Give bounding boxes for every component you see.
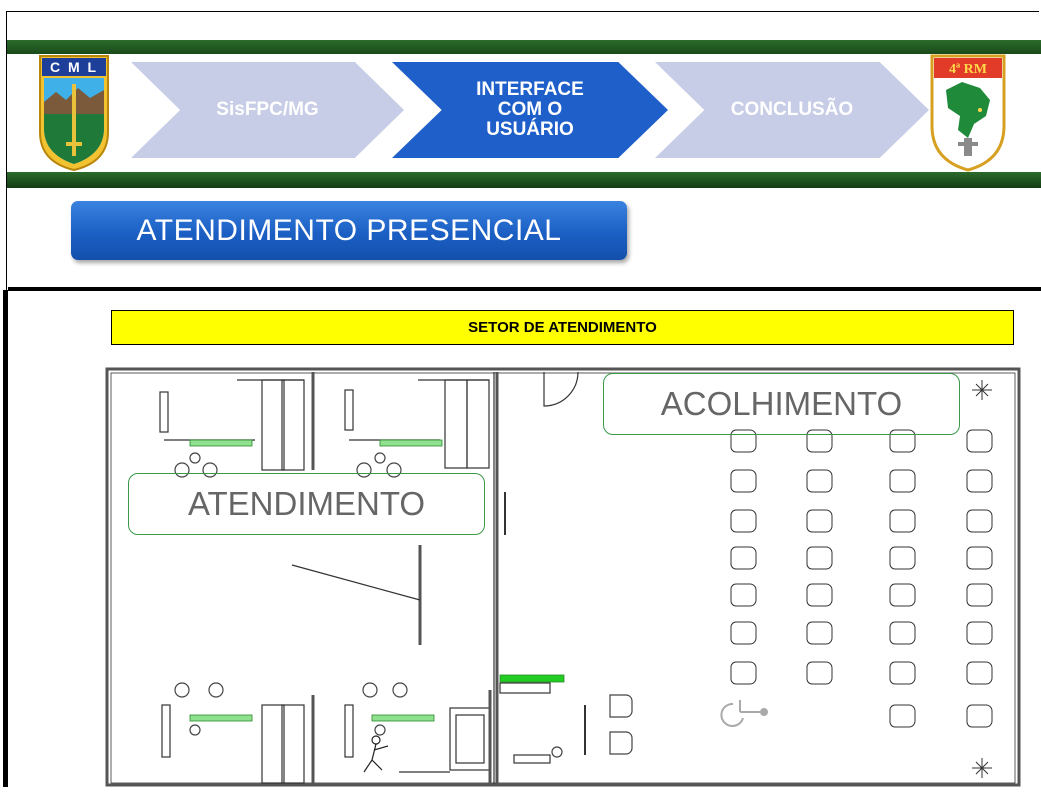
waiting-chair — [889, 546, 916, 570]
waiting-chair — [730, 583, 757, 607]
waiting-chair — [806, 509, 833, 533]
step-sisfpc-mg[interactable]: SisFPC/MG — [131, 62, 404, 158]
waiting-chair — [889, 661, 916, 685]
waiting-chair — [806, 429, 833, 453]
waiting-chair — [966, 621, 993, 645]
zone-atendimento: ATENDIMENTO — [128, 473, 485, 535]
waiting-chair — [889, 704, 916, 728]
zone-acolhimento: ACOLHIMENTO — [603, 373, 960, 435]
waiting-chair — [966, 546, 993, 570]
waiting-chair — [889, 583, 916, 607]
step-interface-com-o-usuario[interactable]: INTERFACE COM O USUÁRIO — [392, 62, 668, 158]
frame-left-line — [6, 11, 7, 301]
waiting-chair — [730, 509, 757, 533]
step-conclusao[interactable]: CONCLUSÃO — [655, 62, 929, 158]
plant-icon — [972, 380, 992, 778]
waiting-chair — [889, 469, 916, 493]
wheelchair-icon — [720, 700, 768, 727]
step-interface-label: INTERFACE COM O USUÁRIO — [476, 79, 584, 140]
waiting-chair — [730, 621, 757, 645]
waiting-chair — [806, 621, 833, 645]
4rm-crest-logo: 4ª RM — [930, 54, 1006, 172]
waiting-chair — [889, 509, 916, 533]
step-conclusao-label: CONCLUSÃO — [730, 99, 854, 120]
waiting-chair — [806, 546, 833, 570]
waiting-chair — [730, 469, 757, 493]
waiting-chair — [889, 621, 916, 645]
waiting-chair — [730, 546, 757, 570]
person-icon — [363, 735, 389, 773]
floor-plan-drawing — [105, 367, 1021, 787]
waiting-chair — [806, 583, 833, 607]
header-band-bottom — [7, 172, 1041, 188]
page-title-button[interactable]: ATENDIMENTO PRESENCIAL — [71, 201, 627, 260]
frame-top-line — [6, 11, 1039, 12]
waiting-chair — [730, 661, 757, 685]
cml-crest-text: C M L — [50, 59, 98, 75]
waiting-chair — [966, 509, 993, 533]
header-band-top — [7, 40, 1041, 54]
waiting-chair — [966, 661, 993, 685]
section-divider — [8, 287, 1041, 291]
cml-crest-logo: C M L — [39, 55, 109, 172]
frame-left-border — [3, 290, 8, 787]
waiting-chair — [966, 583, 993, 607]
waiting-chair — [966, 429, 993, 453]
step-sisfpc-mg-label: SisFPC/MG — [216, 99, 319, 120]
sector-banner: SETOR DE ATENDIMENTO — [111, 310, 1014, 345]
waiting-chair — [889, 429, 916, 453]
floor-plan: ATENDIMENTO ACOLHIMENTO — [100, 360, 1030, 787]
waiting-chair — [806, 661, 833, 685]
waiting-chair — [966, 704, 993, 728]
4rm-crest-text: 4ª RM — [949, 62, 987, 77]
waiting-chair — [730, 429, 757, 453]
waiting-chair — [806, 469, 833, 493]
waiting-chair — [966, 469, 993, 493]
